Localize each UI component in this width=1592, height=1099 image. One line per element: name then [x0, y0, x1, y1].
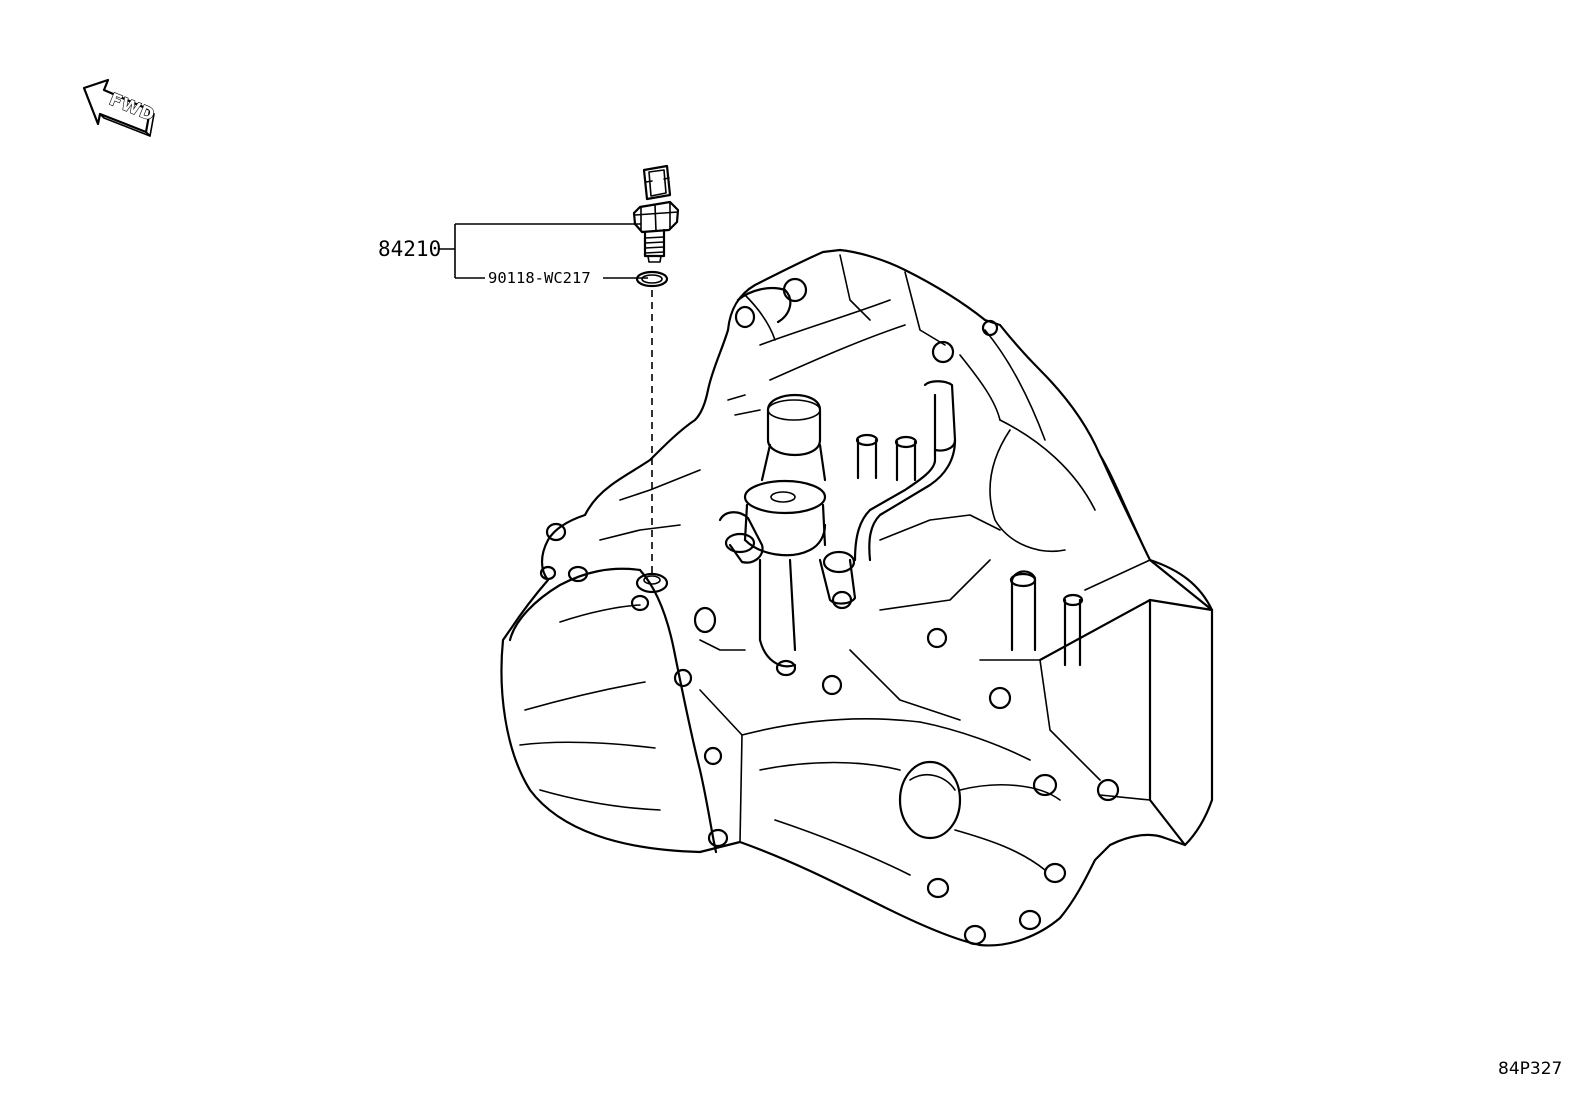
breather-pipes — [853, 380, 957, 562]
forward-arrow-icon — [82, 78, 155, 137]
gasket-ring — [635, 270, 669, 288]
case-bolts — [821, 590, 1120, 946]
callout-84210: 84210 — [378, 223, 641, 278]
callout-90118-WC217: 90118-WC217 — [455, 269, 648, 287]
flange-bolts — [539, 522, 729, 848]
part-number-90118-WC217: 90118-WC217 — [488, 269, 591, 287]
transmission-sensor — [632, 164, 680, 263]
fwd-direction-marker: FWD — [82, 78, 158, 137]
sensor-mount-hole — [635, 572, 669, 594]
part-number-84210: 84210 — [378, 237, 441, 261]
diagram-reference-code: 84P327 — [1498, 1059, 1562, 1079]
transaxle-housing — [500, 248, 1214, 947]
shift-tower — [718, 393, 857, 677]
